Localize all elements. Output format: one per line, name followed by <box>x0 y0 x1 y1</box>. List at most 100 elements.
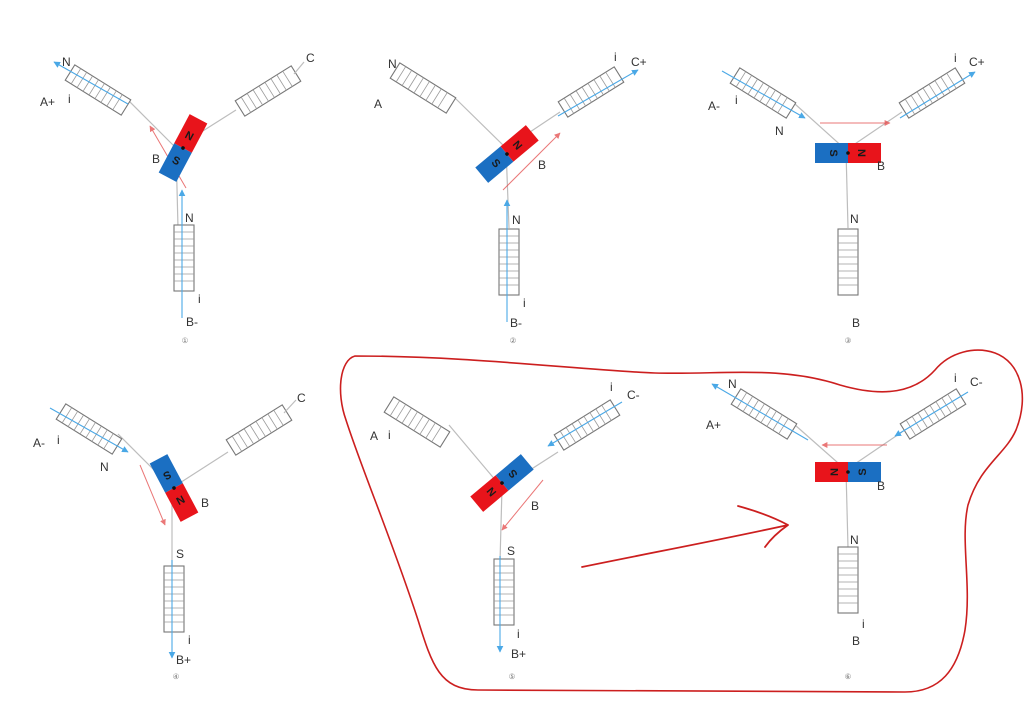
rotor-magnet: N S <box>815 462 881 482</box>
flux-arrow <box>899 71 976 119</box>
lead-c <box>283 399 297 414</box>
step-number: ⑤ <box>509 672 516 681</box>
step-3-diagram: N S A- i N i C+ B N B ③ <box>708 51 985 345</box>
annotation-outline <box>339 349 1024 693</box>
coil-b <box>837 228 859 296</box>
north-pole-label: N <box>855 149 867 157</box>
terminal-label: C+ <box>631 55 647 69</box>
terminal-label: A+ <box>706 418 721 432</box>
rotor-field-arrow <box>502 132 561 191</box>
coil-b <box>163 565 185 633</box>
current-label: i <box>523 296 526 310</box>
rotor-magnet: N S <box>475 125 539 183</box>
terminal-label: B <box>538 158 546 172</box>
current-label: i <box>954 51 957 65</box>
current-label: i <box>517 627 520 641</box>
step-number: ② <box>510 336 517 345</box>
current-label: i <box>57 433 60 447</box>
step-2-diagram: N S N A i C+ B N i B- ② <box>374 50 647 345</box>
terminal-label: C- <box>970 375 983 389</box>
current-label: i <box>188 633 191 647</box>
coil-c <box>225 404 293 456</box>
flux-arrow <box>547 401 623 447</box>
coil-a <box>55 403 123 455</box>
terminal-label: B <box>531 499 539 513</box>
current-label: i <box>862 617 865 631</box>
coil-a <box>389 62 457 114</box>
pole-label: N <box>62 55 71 69</box>
current-label: i <box>610 380 613 394</box>
step-number: ③ <box>845 336 852 345</box>
step-5-diagram: N S A i i C- B S i B+ ⑤ <box>370 380 640 681</box>
pole-label: N <box>850 533 859 547</box>
step-number: ① <box>182 336 189 345</box>
pole-label: N <box>512 213 521 227</box>
terminal-label: A <box>370 429 378 443</box>
coil-c <box>553 399 621 451</box>
current-label: i <box>735 93 738 107</box>
flux-arrow <box>49 407 129 453</box>
pole-label: N <box>185 211 194 225</box>
step-6-diagram: N S N A+ i C- B N i B ⑥ <box>706 371 983 681</box>
terminal-label: B- <box>186 315 198 329</box>
terminal-label: C+ <box>969 55 985 69</box>
terminal-label: C <box>297 391 306 405</box>
coil-a <box>64 64 132 116</box>
lead-c <box>293 61 305 75</box>
current-label: i <box>614 50 617 64</box>
terminal-label: C- <box>627 388 640 402</box>
coil-c <box>557 66 625 118</box>
terminal-label: B <box>877 159 885 173</box>
star-winding-leads <box>794 424 903 549</box>
current-label: i <box>68 92 71 106</box>
flux-arrow <box>721 70 806 119</box>
terminal-label: A+ <box>40 95 55 109</box>
current-label: i <box>198 292 201 306</box>
rotor-field-arrow <box>139 464 166 526</box>
terminal-label: B <box>152 152 160 166</box>
terminal-label: A- <box>708 99 720 113</box>
pole-label: N <box>775 124 784 138</box>
pole-label: S <box>507 544 515 558</box>
step-4-diagram: N S A- i N C B S i B+ ④ <box>33 391 306 681</box>
rotor-magnet: N S <box>815 143 881 163</box>
pole-label: N <box>728 377 737 391</box>
coil-b <box>837 546 859 614</box>
coil-b <box>493 558 515 626</box>
south-pole-label: S <box>857 468 869 475</box>
south-pole-label: S <box>827 149 839 156</box>
coil-b <box>173 224 195 292</box>
terminal-label: B <box>852 634 860 648</box>
terminal-label: B+ <box>511 647 526 661</box>
rotor-magnet: N S <box>470 454 534 512</box>
terminal-label: B <box>877 479 885 493</box>
flux-arrow <box>711 383 809 441</box>
rotor-magnet: N S <box>149 454 199 522</box>
current-label: i <box>954 371 957 385</box>
terminal-label: A- <box>33 436 45 450</box>
terminal-label: B- <box>510 316 522 330</box>
annotation-arrow <box>581 505 789 568</box>
rotor-field-arrow <box>501 479 544 531</box>
pole-label: N <box>100 460 109 474</box>
north-pole-label: N <box>829 468 841 476</box>
terminal-label: A <box>374 97 382 111</box>
coil-b <box>498 228 520 296</box>
step-number: ④ <box>173 672 180 681</box>
terminal-label: B <box>201 496 209 510</box>
coil-c <box>234 65 302 117</box>
terminal-label: C <box>306 51 315 65</box>
flux-arrow <box>894 391 969 437</box>
step-1-diagram: N S N A+ i C B N i B- ① <box>40 51 315 345</box>
coil-a <box>383 396 451 448</box>
step-number: ⑥ <box>845 672 852 681</box>
pole-label: N <box>388 57 397 71</box>
coil-a <box>729 67 797 119</box>
terminal-label: B <box>852 316 860 330</box>
coil-c <box>898 67 966 119</box>
flux-arrow <box>557 69 639 117</box>
coil-c <box>899 388 967 440</box>
flux-arrow <box>53 61 129 105</box>
terminal-label: B+ <box>176 653 191 667</box>
